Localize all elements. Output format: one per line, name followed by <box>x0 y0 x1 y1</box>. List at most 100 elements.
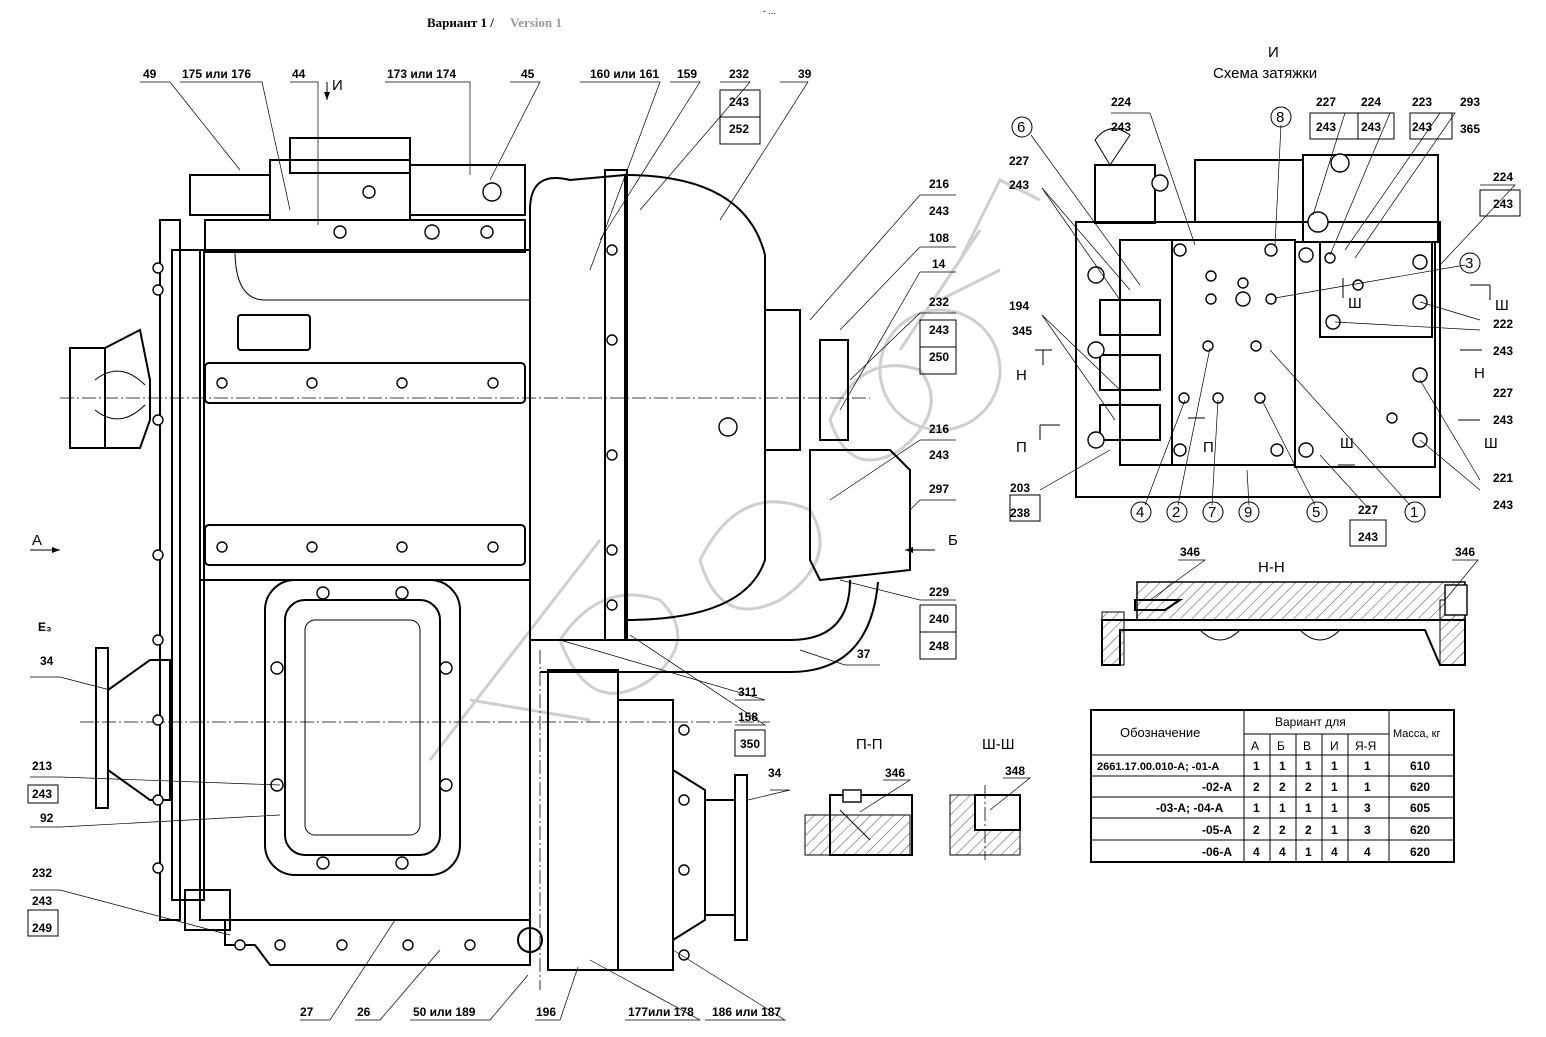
label-213: 213 <box>32 759 52 773</box>
main-leaders <box>27 81 957 1021</box>
row1-v4: 1 <box>1364 780 1371 794</box>
row0-v4: 1 <box>1364 759 1371 773</box>
arrow-b-label: Б <box>948 532 958 549</box>
label-243d: 243 <box>929 448 949 462</box>
row4-designation: -06-А <box>1202 845 1232 859</box>
v-243b: 243 <box>1316 120 1336 134</box>
sec-sh-mid: Ш <box>1340 435 1354 452</box>
view-i-letter: И <box>1268 44 1279 61</box>
label-311: 311 <box>738 685 758 699</box>
arrow-a-label: А <box>32 532 42 549</box>
table-col-variant: Вариант для <box>1275 715 1346 729</box>
row3-designation: -05-А <box>1202 823 1232 837</box>
label-49: 49 <box>143 67 157 81</box>
label-50: 50 или 189 <box>413 1005 476 1019</box>
table-row: -03-А; -04-А 1 1 1 1 3 605 <box>1156 801 1430 815</box>
circ-4: 4 <box>1136 504 1144 521</box>
row4-mass: 620 <box>1410 845 1430 859</box>
label-37: 37 <box>857 647 871 661</box>
v-227a: 227 <box>1316 95 1336 109</box>
v-203: 203 <box>1010 481 1030 495</box>
table-variant-2: В <box>1303 739 1311 753</box>
label-232c: 232 <box>32 866 52 880</box>
row2-v4: 3 <box>1364 801 1371 815</box>
v-223: 223 <box>1412 95 1432 109</box>
row1-v0: 2 <box>1253 780 1260 794</box>
label-229: 229 <box>929 585 949 599</box>
row2-v2: 1 <box>1305 801 1312 815</box>
v-224b: 224 <box>1361 95 1381 109</box>
label-39: 39 <box>798 67 812 81</box>
bolts <box>152 182 738 961</box>
nn-346-left: 346 <box>1180 545 1200 559</box>
row1-v3: 1 <box>1331 780 1338 794</box>
v-293: 293 <box>1460 95 1480 109</box>
table-col-designation: Обозначение <box>1120 725 1200 740</box>
view-i: И Схема затяжки <box>1009 44 1521 547</box>
view-i-caption: Схема затяжки <box>1213 65 1317 82</box>
section-shsh: Ш-Ш 348 <box>949 736 1031 860</box>
label-92: 92 <box>40 811 54 825</box>
row1-v1: 2 <box>1279 780 1286 794</box>
row3-v3: 1 <box>1331 823 1338 837</box>
label-297: 297 <box>929 482 949 496</box>
view-i-body <box>1075 221 1441 498</box>
label-34a: 34 <box>40 654 54 668</box>
label-252: 252 <box>729 122 749 136</box>
label-160: 160 или 161 <box>590 67 659 81</box>
row2-v3: 1 <box>1331 801 1338 815</box>
label-243a: 243 <box>729 95 749 109</box>
label-159: 159 <box>677 67 697 81</box>
title-version: Version 1 <box>510 15 562 30</box>
row3-v0: 2 <box>1253 823 1260 837</box>
label-240: 240 <box>929 612 949 626</box>
sec-sh-right2: Ш <box>1484 435 1498 452</box>
variant-table: Обозначение Вариант для Масса, кг А Б В … <box>1090 709 1455 863</box>
label-243c: 243 <box>929 323 949 337</box>
v-243h: 243 <box>1493 413 1513 427</box>
table-col-mass: Масса, кг <box>1393 728 1440 740</box>
v-243j: 243 <box>1358 530 1378 544</box>
row2-v0: 1 <box>1253 801 1260 815</box>
label-216a: 216 <box>929 177 949 191</box>
label-243e: 243 <box>32 787 52 801</box>
sec-n-left: Н <box>1016 367 1027 384</box>
row3-v2: 2 <box>1305 823 1312 837</box>
main-labels: 49 175 или 176 44 173 или 174 45 160 или… <box>32 67 958 1019</box>
circ-6: 6 <box>1017 119 1025 136</box>
circ-7: 7 <box>1208 504 1216 521</box>
view-i-labels: 224 243 227 243 224 243 223 243 293 365 … <box>1009 95 1513 544</box>
pp-346: 346 <box>885 766 905 780</box>
v-194: 194 <box>1009 299 1029 313</box>
label-249: 249 <box>32 921 52 935</box>
v-227c: 227 <box>1493 386 1513 400</box>
label-e3: Е₃ <box>38 620 52 634</box>
row0-v3: 1 <box>1331 759 1338 773</box>
v-222: 222 <box>1493 317 1513 331</box>
label-243f: 243 <box>32 894 52 908</box>
row4-v4: 4 <box>1364 845 1371 859</box>
row3-mass: 620 <box>1410 823 1430 837</box>
table-row: -02-А 2 2 2 1 1 620 <box>1202 780 1430 794</box>
v-243c: 243 <box>1361 120 1381 134</box>
sec-sh-right: Ш <box>1495 297 1509 314</box>
v-243d: 243 <box>1412 120 1432 134</box>
circ-2: 2 <box>1172 504 1180 521</box>
label-243b: 243 <box>929 204 949 218</box>
label-175: 175 или 176 <box>182 67 251 81</box>
row1-mass: 620 <box>1410 780 1430 794</box>
circ-5: 5 <box>1312 504 1320 521</box>
title-dots: - ... <box>763 6 776 16</box>
section-pp: П-П 346 <box>804 736 913 856</box>
main-view <box>60 137 911 990</box>
v-243i: 243 <box>1493 498 1513 512</box>
table-row: -05-А 2 2 2 1 3 620 <box>1202 823 1430 837</box>
sec-p-mid: П <box>1203 439 1214 456</box>
row1-v2: 2 <box>1305 780 1312 794</box>
sec-p-left: П <box>1016 439 1027 456</box>
circ-1: 1 <box>1410 504 1418 521</box>
row0-mass: 610 <box>1410 759 1430 773</box>
label-250: 250 <box>929 350 949 364</box>
row0-v2: 1 <box>1305 759 1312 773</box>
v-227b: 227 <box>1009 154 1029 168</box>
